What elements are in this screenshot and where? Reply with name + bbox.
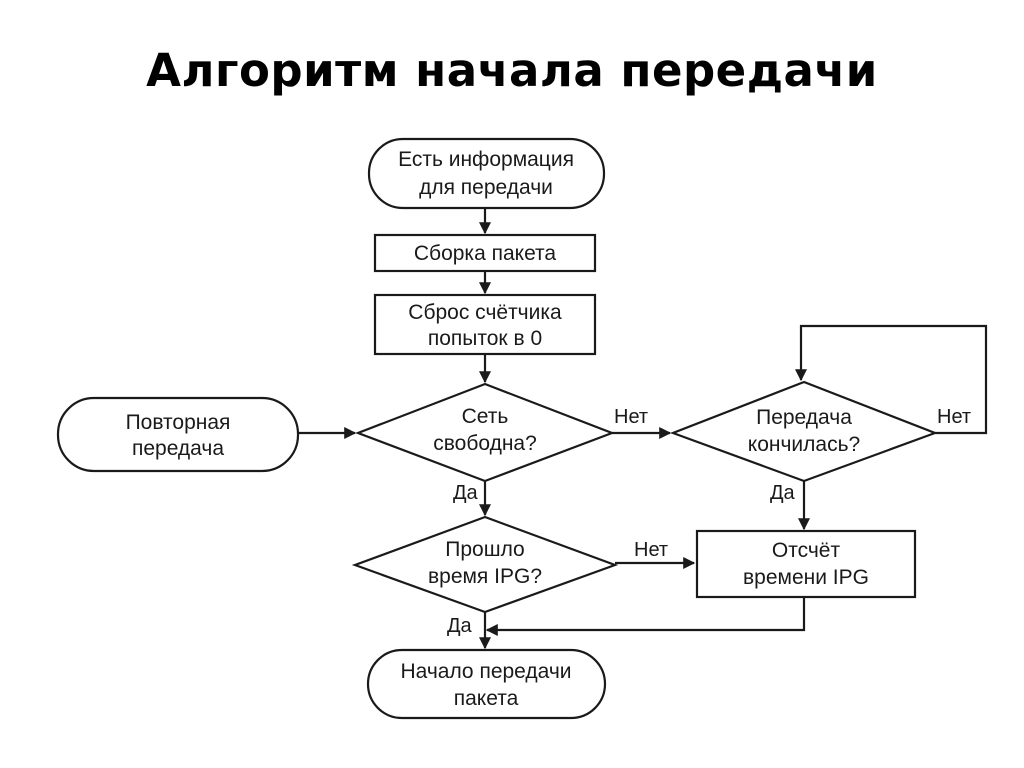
label-ipg-no: Нет (634, 539, 668, 561)
reset-counter-line-1: Сброс счётчика (408, 301, 562, 324)
ipg-passed-line-1: Прошло (445, 538, 524, 561)
retry-terminal-line-1: Повторная (126, 411, 231, 434)
label-network-yes: Да (453, 482, 479, 504)
tx-finished-line-2: кончилась? (748, 433, 860, 456)
assemble-packet-label: Сборка пакета (414, 242, 557, 265)
edge-finished-no-loop (795, 324, 988, 435)
connectors (298, 208, 988, 650)
tx-finished-line-1: Передача (756, 406, 852, 429)
label-ipg-yes: Да (447, 615, 473, 637)
ipg-countdown-line-1: Отсчёт (772, 539, 841, 562)
retry-terminal-line-2: передача (132, 437, 224, 460)
ipg-passed-line-2: время IPG? (428, 565, 542, 588)
ipg-countdown-line-2: времени IPG (743, 566, 869, 589)
reset-counter-box: Сброс счётчика попыток в 0 (373, 293, 597, 356)
page-title: Алгоритм начала передачи (146, 44, 878, 97)
ipg-passed-decision: Прошло время IPG? (351, 515, 619, 614)
begin-tx-line-2: пакета (454, 687, 519, 710)
network-free-line-1: Сеть (462, 405, 509, 428)
start-terminal: Есть информация для передачи (367, 137, 606, 210)
reset-counter-line-2: попыток в 0 (428, 327, 542, 350)
start-terminal-line-2: для передачи (419, 176, 553, 199)
assemble-packet-box: Сборка пакета (373, 233, 597, 273)
edge-ipg-count-return (485, 597, 806, 636)
label-network-no: Нет (614, 406, 648, 428)
network-free-line-2: свободна? (433, 432, 537, 455)
ipg-countdown-box: Отсчёт времени IPG (695, 529, 917, 599)
start-terminal-line-1: Есть информация (398, 148, 574, 171)
begin-tx-terminal: Начало передачи пакета (366, 648, 607, 720)
network-free-decision: Сеть свободна? (354, 382, 616, 483)
label-finished-yes: Да (770, 482, 796, 504)
begin-tx-line-1: Начало передачи (400, 660, 571, 683)
tx-finished-decision: Передача кончилась? (669, 380, 939, 483)
retry-terminal: Повторная передача (56, 396, 300, 473)
label-finished-no: Нет (937, 406, 971, 428)
